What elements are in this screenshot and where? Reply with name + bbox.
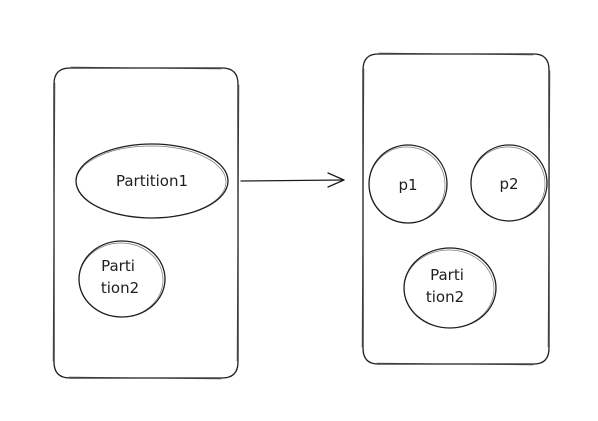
- p1-label: p1: [398, 176, 417, 194]
- right-container-box-sketch: [361, 52, 551, 366]
- p2-label: p2: [499, 175, 518, 193]
- p2-node-sketch: [470, 146, 546, 222]
- right-container-box: [362, 53, 550, 365]
- transform-arrowhead: [327, 172, 345, 188]
- p1-node-sketch: [368, 146, 446, 224]
- left-container-box: [53, 67, 239, 379]
- left-partition2-node-sketch: [78, 242, 164, 318]
- left-partition2-label-line1: Parti: [101, 257, 135, 275]
- left-container-box-sketch: [52, 66, 240, 380]
- partition1-node-sketch: [75, 145, 227, 219]
- right-partition2-node-sketch: [403, 249, 495, 329]
- partition1-label: Partition1: [116, 172, 188, 190]
- right-partition2-label-line2: tion2: [426, 288, 464, 306]
- left-partition2-label-line2: tion2: [101, 279, 139, 297]
- right-partition2-label-line1: Parti: [430, 266, 464, 284]
- transform-arrow: [240, 179, 345, 182]
